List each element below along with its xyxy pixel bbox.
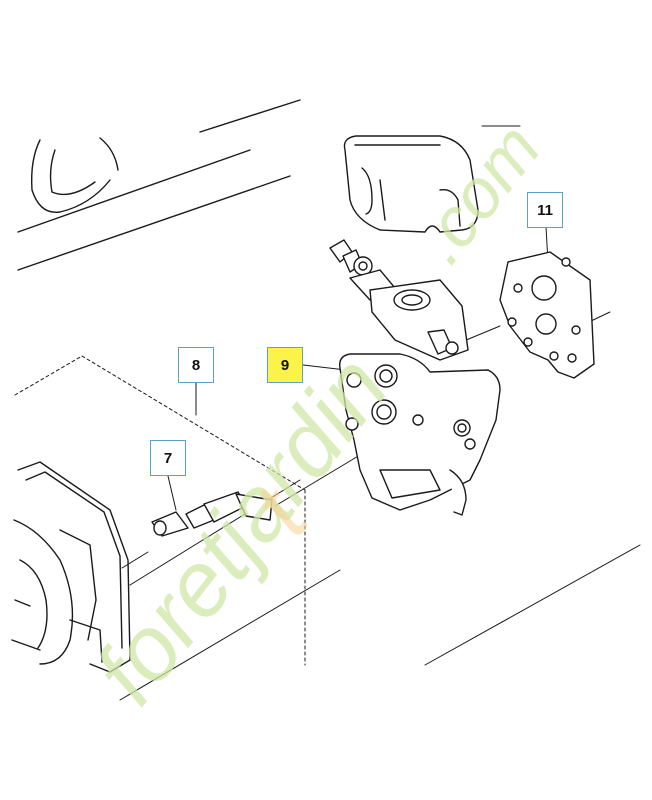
gasket	[499, 251, 595, 379]
callout-part-7[interactable]: 7	[150, 440, 186, 476]
engine-housing	[11, 461, 131, 673]
air-filter-cover	[343, 135, 479, 233]
carburetor	[329, 239, 501, 516]
housing-fragment-top-left	[17, 99, 301, 271]
assembly-dashed-outline	[14, 355, 306, 666]
callout-part-11[interactable]: 11	[527, 192, 563, 228]
hose-fitting	[151, 491, 273, 537]
callout-part-9[interactable]: 9	[267, 347, 303, 383]
callout-part-8[interactable]: 8	[178, 347, 214, 383]
